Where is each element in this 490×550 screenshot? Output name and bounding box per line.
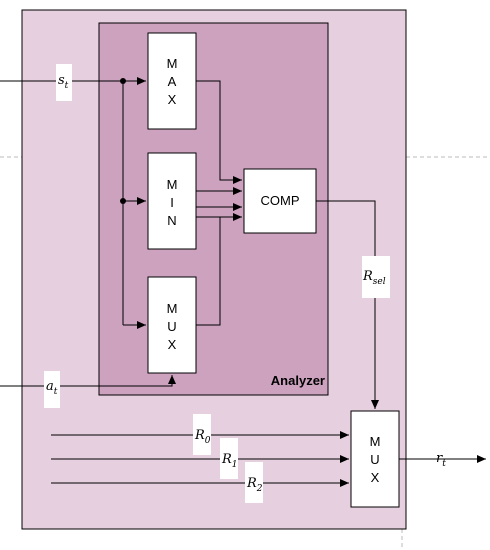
min-block: M I N bbox=[147, 152, 197, 250]
svg-text:U: U bbox=[167, 319, 176, 334]
svg-text:st: st bbox=[58, 73, 69, 91]
analyzer-label: Analyzer bbox=[271, 373, 325, 388]
svg-text:M: M bbox=[167, 177, 178, 192]
svg-text:at: at bbox=[46, 379, 58, 397]
r-sel-wire bbox=[316, 200, 379, 409]
svg-text:M: M bbox=[370, 434, 381, 449]
svg-text:U: U bbox=[370, 452, 379, 467]
svg-text:N: N bbox=[167, 213, 176, 228]
svg-text:rt: rt bbox=[436, 451, 446, 469]
mux-outer-block: M U X bbox=[350, 410, 400, 508]
svg-text:A: A bbox=[168, 74, 177, 89]
comp-input-wires bbox=[196, 80, 242, 326]
label-r1: R1 bbox=[220, 438, 238, 479]
svg-text:R1: R1 bbox=[221, 452, 238, 470]
label-a-t: at bbox=[44, 371, 60, 408]
svg-text:R0: R0 bbox=[194, 428, 211, 446]
comp-block: COMP bbox=[243, 168, 317, 234]
svg-text:X: X bbox=[168, 337, 177, 352]
svg-text:X: X bbox=[168, 92, 177, 107]
label-r2: R2 bbox=[245, 462, 263, 503]
label-r-sel: Rsel bbox=[362, 256, 390, 298]
junction-dot bbox=[120, 198, 126, 204]
max-block: M A X bbox=[147, 32, 197, 130]
svg-text:Rsel: Rsel bbox=[362, 269, 386, 287]
svg-text:COMP: COMP bbox=[261, 193, 300, 208]
svg-text:M: M bbox=[167, 56, 178, 71]
label-s-t: st bbox=[56, 64, 72, 101]
svg-text:X: X bbox=[371, 470, 380, 485]
svg-text:R2: R2 bbox=[246, 476, 263, 494]
label-r0: R0 bbox=[193, 414, 211, 455]
mux-inner-block: M U X bbox=[147, 276, 197, 374]
svg-text:M: M bbox=[167, 301, 178, 316]
svg-text:I: I bbox=[170, 195, 174, 210]
label-r-t: rt bbox=[436, 451, 446, 469]
junction-dot bbox=[120, 78, 126, 84]
